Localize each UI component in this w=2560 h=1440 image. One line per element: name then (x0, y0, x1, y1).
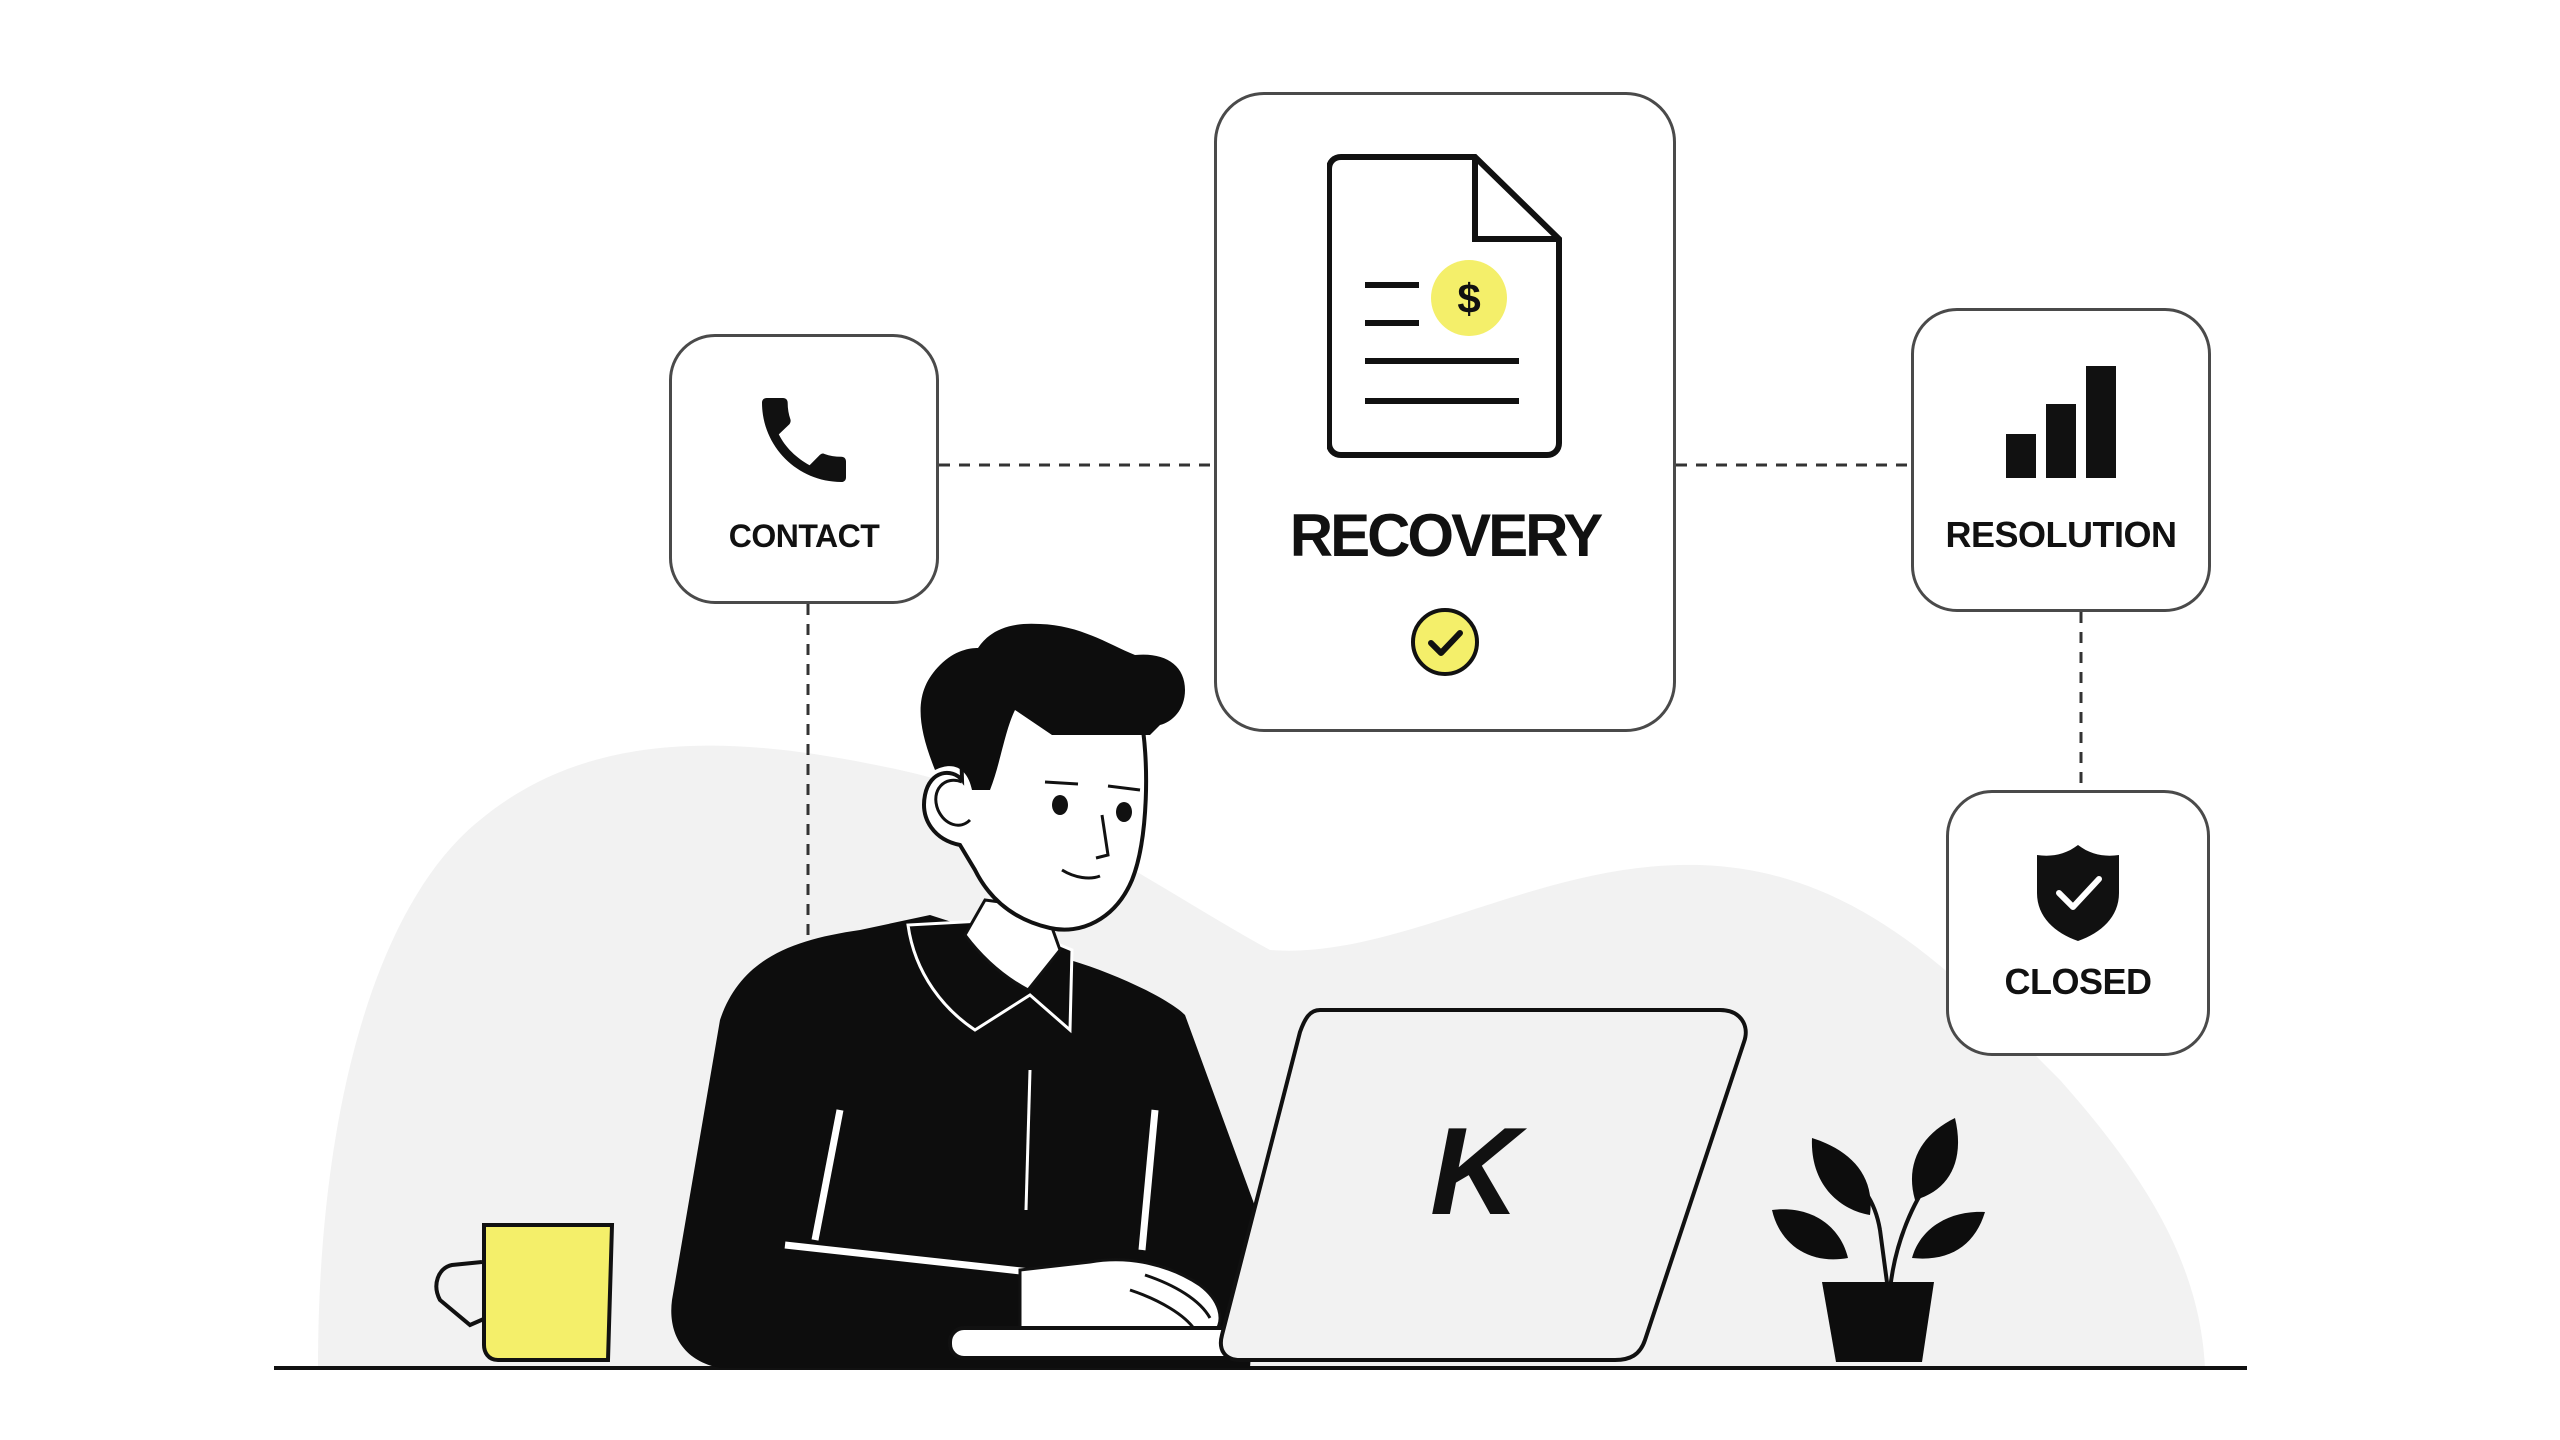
step-label-closed: CLOSED (2004, 961, 2152, 1002)
check-circle-icon (1411, 607, 1479, 676)
step-card-resolution[interactable]: RESOLUTION (1911, 308, 2211, 612)
invoice-dollar-icon: $ (1327, 153, 1562, 458)
step-label-recovery: RECOVERY (1289, 501, 1604, 569)
laptop-logo: K (1430, 1103, 1520, 1241)
svg-text:$: $ (1457, 275, 1480, 322)
step-card-closed[interactable]: CLOSED (1946, 790, 2210, 1056)
plant (1772, 1118, 1985, 1362)
bar-chart-icon (2006, 366, 2116, 478)
mug (434, 1223, 615, 1362)
phone-icon (762, 397, 846, 482)
laptop (948, 1008, 1748, 1362)
step-card-contact[interactable]: CONTACT (669, 334, 939, 604)
step-label-resolution: RESOLUTION (1945, 514, 2177, 555)
person-torso (671, 915, 1260, 1368)
shield-check-icon (2037, 845, 2119, 941)
flow-connectors (806, 463, 2083, 948)
laptop-screen (1219, 1008, 1748, 1362)
person-hand (1018, 1258, 1222, 1337)
laptop-base (948, 1326, 1252, 1360)
person-hair (920, 623, 1185, 790)
person (671, 623, 1260, 1368)
step-label-contact: CONTACT (728, 517, 880, 554)
step-card-recovery[interactable]: $ RECOVERY (1214, 92, 1676, 732)
